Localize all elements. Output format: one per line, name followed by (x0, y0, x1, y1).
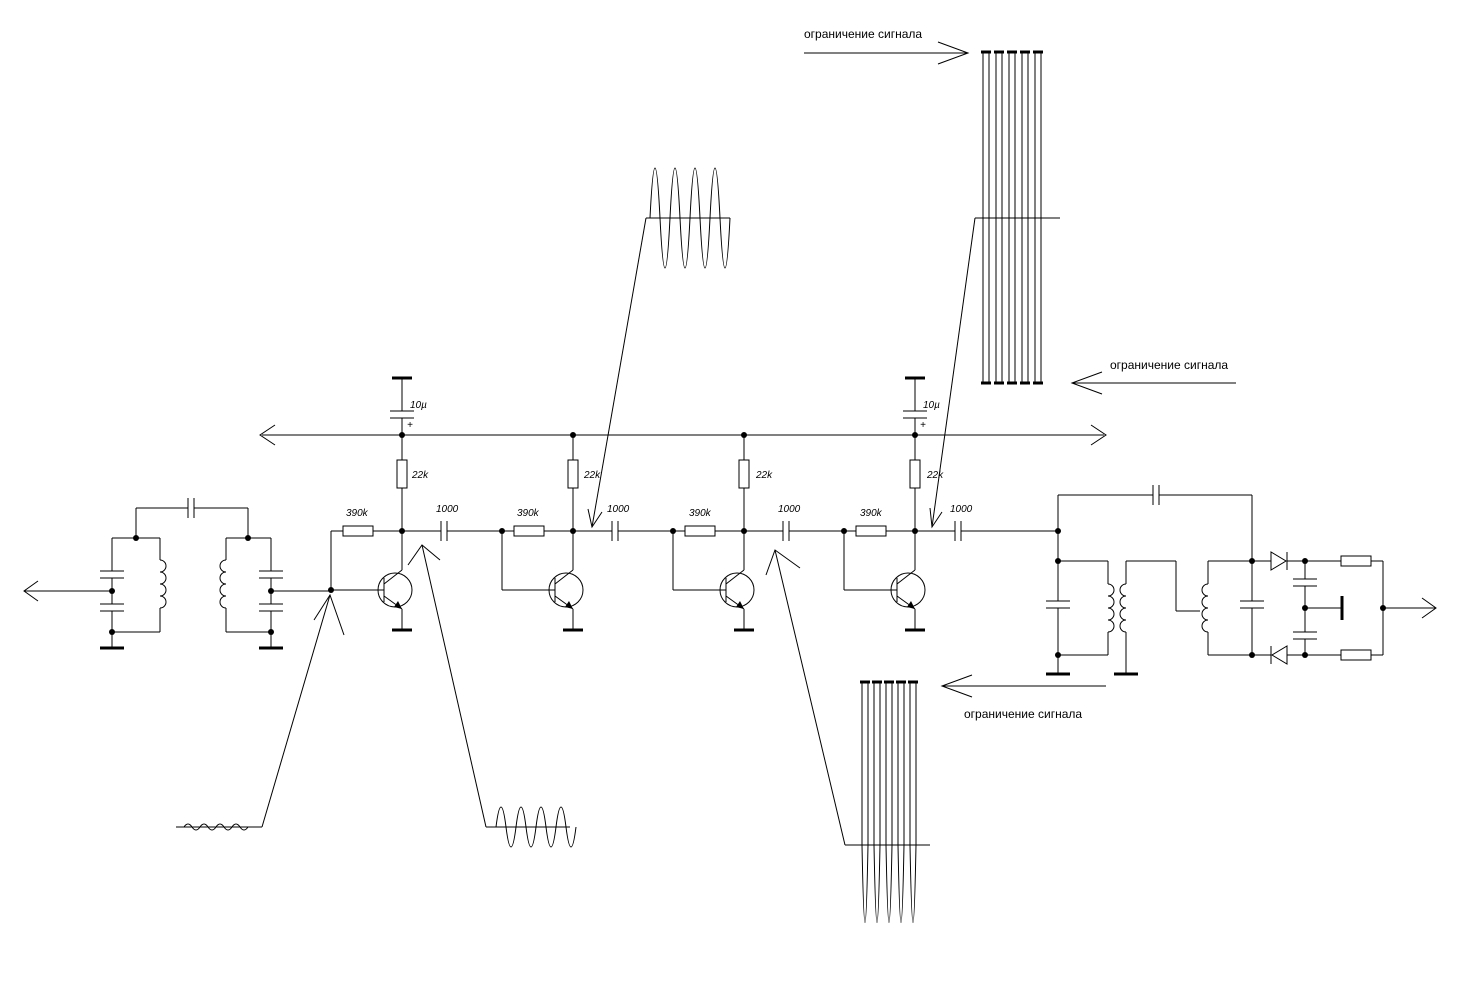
bias-resistor-label: 390k (346, 508, 369, 519)
collector-resistor-label: 22k (411, 470, 429, 481)
bias-resistor-label: 390k (689, 508, 712, 519)
coupling-cap-label: 1000 (607, 504, 630, 515)
bias-resistor-label: 390k (860, 508, 883, 519)
annotation-limit-right: ограничение сигнала (1070, 358, 1236, 395)
limit-label-bottom: ограничение сигнала (964, 707, 1082, 721)
collector-resistor-label: 22k (926, 470, 944, 481)
annotation-limit-top: ограничение сигнала (804, 27, 970, 65)
limited-pulses-bottom (860, 680, 918, 923)
waveform-stage4-limited (929, 50, 1060, 529)
decoupling-capacitor-2: 10µ + (903, 376, 940, 435)
coupling-cap-label: 1000 (778, 504, 801, 515)
waveform-input-small (176, 593, 345, 831)
waveform-stage3-limited (765, 549, 930, 923)
amplifier-stage-4: 22k 390k 1000 (841, 435, 1058, 632)
collector-resistor-label: 22k (583, 470, 601, 481)
amplifier-stage-3: 22k 390k 1000 (670, 435, 844, 632)
decoupling-capacitor-1: 10µ + (390, 376, 427, 435)
decoupling-cap-label: 10µ (923, 400, 940, 411)
waveform-stage2-output (587, 167, 731, 529)
limit-label-right: ограничение сигнала (1110, 358, 1228, 372)
coupling-cap-label: 1000 (436, 504, 459, 515)
amplifier-stage-1: 22k 390k 1000 (328, 435, 502, 632)
decoupling-cap-label: 10µ (410, 400, 427, 411)
input-bandpass-filter (23, 498, 331, 650)
annotation-limit-bottom: ограничение сигнала (940, 674, 1106, 721)
bias-resistor-label: 390k (517, 508, 540, 519)
supply-rail (259, 424, 1107, 446)
collector-resistor-label: 22k (755, 470, 773, 481)
output-detector (1046, 485, 1437, 676)
limit-label-top: ограничение сигнала (804, 27, 922, 41)
amplifier-stage-2: 22k 390k 1000 (499, 435, 673, 632)
limited-pulses-top (981, 50, 1043, 385)
waveform-stage1-output (407, 544, 577, 848)
polarity-mark: + (407, 420, 413, 431)
coupling-cap-label: 1000 (950, 504, 973, 515)
polarity-mark: + (920, 420, 926, 431)
